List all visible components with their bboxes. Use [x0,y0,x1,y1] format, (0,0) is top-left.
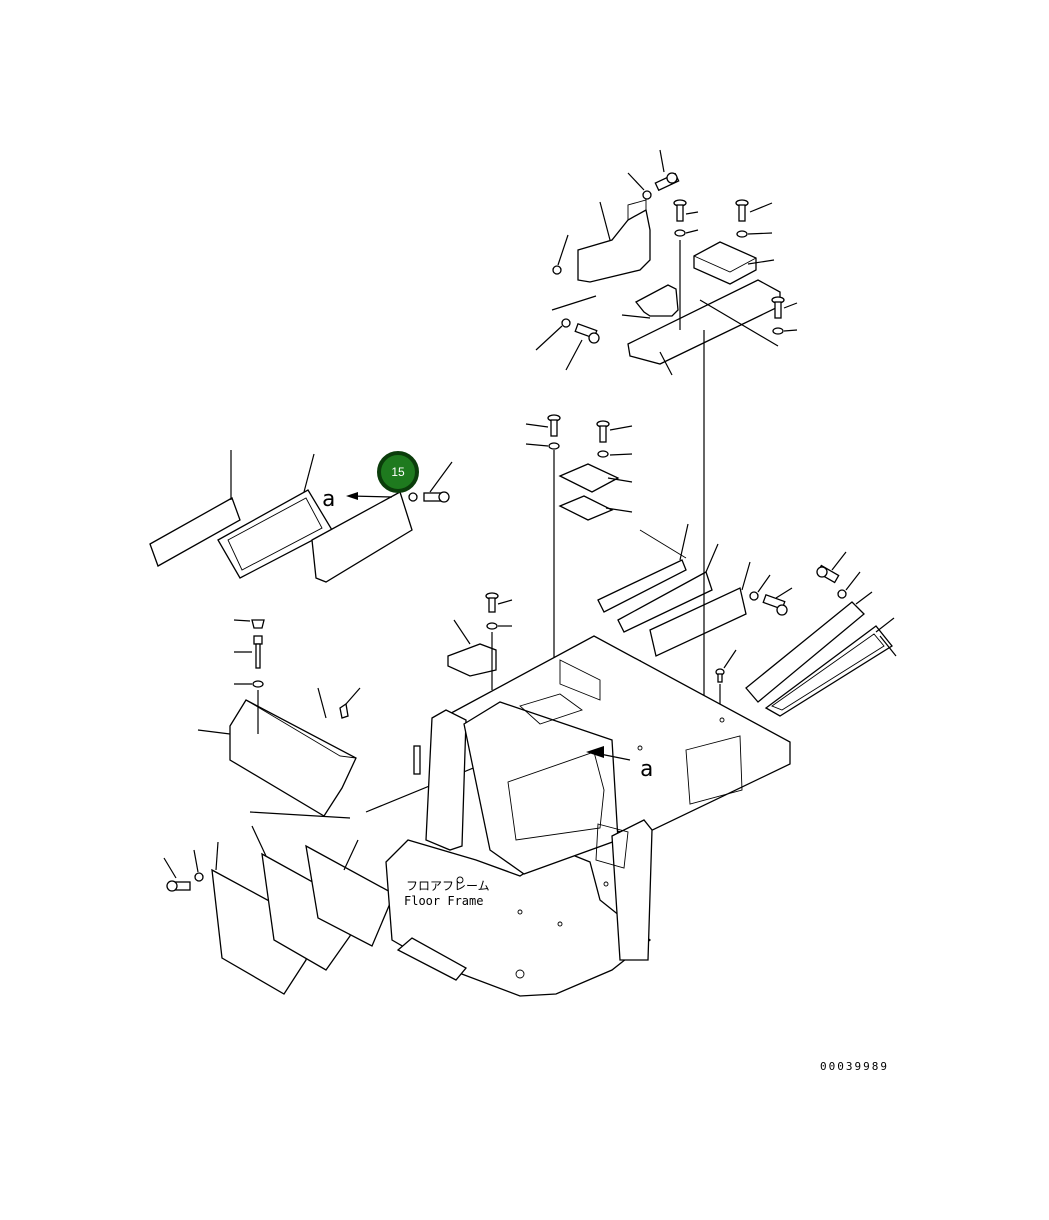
view-marker-a-frame: a [640,757,653,782]
bolt-icon [771,296,785,319]
bolt-icon [735,199,749,222]
drawing-number: 00039989 [820,1060,889,1073]
bolt-icon [547,414,561,437]
floor-frame-label-jp: フロアフレーム [406,879,490,893]
channel-bracket [229,699,357,817]
bolt-icon [762,593,788,616]
side-handle [447,643,497,677]
washer-icon [548,442,560,450]
cap-icon [251,619,265,629]
bolt-icon [253,635,263,669]
handle-bracket [635,284,679,317]
washer-icon [749,591,759,601]
bolt-icon [166,880,191,892]
middle-cover-group [525,414,633,660]
bolt-icon [485,592,499,613]
left-pillar [425,709,467,851]
door-panel-group [163,825,395,995]
washer-icon [642,190,652,200]
bolt-icon [715,668,725,683]
cover-plate-right [649,587,747,657]
washer-icon [561,318,571,328]
washer-icon [674,229,686,237]
callout-15[interactable]: 15 [377,451,419,493]
angle-plate [597,559,687,613]
washer-icon [597,450,609,458]
small-cover-plate [558,463,620,493]
washer-icon [837,589,847,599]
curved-bracket-plate [577,208,651,283]
cover-plate-rounded [311,491,413,583]
floor-bracket [396,937,468,981]
right-pillar [611,819,653,961]
small-gasket [558,495,614,521]
left-bracket-group [197,619,489,819]
washer-icon [736,230,748,238]
floor-frame-label-en: Floor Frame [404,894,483,908]
top-bracket-group [535,149,798,376]
bolt-icon [654,172,680,192]
bolt-icon [816,564,840,584]
clip-icon [339,702,349,719]
left-panel-group: 15 a [149,450,453,583]
flat-plate [149,497,241,567]
washer-icon [772,327,784,335]
floor-frame-group: a フロアフレーム Floor Frame [385,592,791,997]
washer-icon [408,492,418,502]
bolt-icon [423,491,450,503]
center-window [507,751,605,841]
angle-plate-holes [617,571,713,633]
pin-icon [413,745,421,775]
bolt-icon [574,322,600,344]
washer-icon [486,622,498,630]
bolt-icon [673,199,687,222]
washer-icon [252,680,264,688]
glass-frame-right [764,625,893,717]
washer-icon [194,872,204,882]
view-marker-a: a [322,487,335,512]
washer-icon [552,265,562,275]
small-box-plate [693,241,757,285]
svg-text:15: 15 [391,465,405,479]
gasket-frame-right [745,601,865,703]
bolt-icon [596,420,610,443]
door-glass [305,844,395,947]
